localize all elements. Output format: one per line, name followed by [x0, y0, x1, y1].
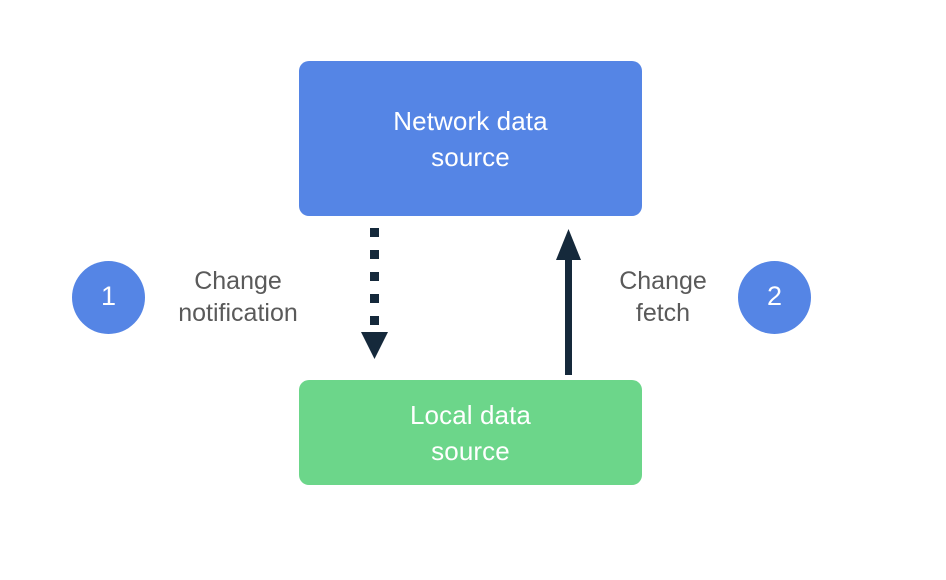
change-notification-connector: [361, 228, 388, 359]
dotted-segment: [370, 250, 379, 259]
step-badge-2-number: 2: [766, 281, 783, 311]
step-badge-2: 2: [738, 261, 811, 334]
node-network-data-source[interactable]: Network data source: [299, 61, 642, 216]
arrowhead-down-icon: [361, 332, 388, 359]
step-badge-1: 1: [72, 261, 145, 334]
edge-label-change-fetch: Change fetch: [619, 267, 707, 327]
arrowhead-up-icon: [556, 229, 581, 260]
step-badge-1-number: 1: [100, 281, 117, 311]
node-local-data-source-label: Local data source: [410, 399, 531, 466]
change-fetch-connector: [556, 229, 581, 375]
edge-label-change-notification: Change notification: [178, 267, 298, 327]
dotted-segment: [370, 316, 379, 325]
dotted-segment: [370, 228, 379, 237]
node-local-data-source[interactable]: Local data source: [299, 380, 642, 485]
connector-shaft: [565, 253, 572, 375]
node-network-data-source-label: Network data source: [393, 105, 548, 172]
dotted-segment: [370, 294, 379, 303]
dotted-segment: [370, 272, 379, 281]
